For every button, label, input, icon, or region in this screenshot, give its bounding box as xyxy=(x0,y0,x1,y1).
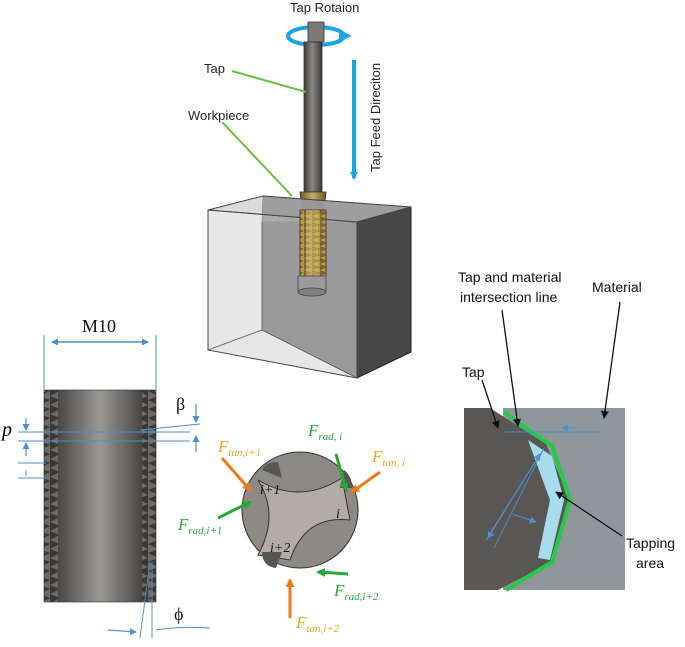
f-rad-i-arrow-icon xyxy=(334,453,349,492)
f-rad-i2-label: Frad,i+2 xyxy=(333,581,379,603)
m10-label: M10 xyxy=(82,316,116,336)
tap-cross-section: i i+1 i+2 Frad, i Ftan, i Ftan,i+1 Frad,… xyxy=(177,421,405,635)
tapping-area-label-1: Tapping xyxy=(626,535,675,551)
tooth-i-label: i xyxy=(336,507,340,522)
tap-label: Tap xyxy=(204,61,225,76)
tapping-area xyxy=(528,440,564,560)
tapping-area-label-2: area xyxy=(636,555,664,571)
tap-feed-direction-label: Tap Feed Direciton xyxy=(368,63,383,172)
f-tan-i1-arrow-icon xyxy=(220,457,252,492)
beta-label: β xyxy=(176,394,185,414)
tooth-i1-label: i+1 xyxy=(260,483,280,498)
tap-right-label: Tap xyxy=(462,364,485,380)
f-rad-i2-arrow-icon xyxy=(316,567,349,577)
workpiece-right-face xyxy=(356,206,412,379)
phi-label: ϕ xyxy=(174,604,183,624)
f-tan-i2-label: Ftan,i+2 xyxy=(295,613,340,635)
thread-left-teeth xyxy=(44,390,58,602)
tap-workpiece-assembly: Tap Rotaion Tap Workpiece Tap Feed Direc… xyxy=(188,0,412,379)
tooth-i2-label: i+2 xyxy=(270,541,290,556)
tap-square-drive xyxy=(307,21,325,43)
threaded-tap-view: M10 p β ϕ xyxy=(0,316,211,639)
f-tan-i-label: Ftan, i xyxy=(371,447,405,469)
cross-section-core xyxy=(257,477,351,561)
f-rad-i-label: Frad, i xyxy=(307,421,342,443)
material-label: Material xyxy=(592,279,642,295)
tap-shank xyxy=(303,41,323,193)
intersection-view: Tap and material intersection line Mater… xyxy=(458,269,675,592)
f-rad-i1-label: Frad,i+1 xyxy=(177,515,222,537)
intersection-line xyxy=(502,410,573,592)
pitch-label: p xyxy=(0,419,12,441)
tap-rotation-label: Tap Rotaion xyxy=(290,0,359,15)
intersection-line-label-2: intersection line xyxy=(460,289,557,305)
thread-right-teeth xyxy=(142,390,156,602)
f-tan-i1-label: Ftan,i+1 xyxy=(217,437,261,459)
intersection-line-label-1: Tap and material xyxy=(458,269,562,285)
f-rad-i1-arrow-icon xyxy=(217,500,252,520)
tap-core xyxy=(58,390,142,602)
workpiece-front-face xyxy=(207,209,358,379)
workpiece-label: Workpiece xyxy=(188,108,249,123)
f-tan-i-arrow-icon xyxy=(350,470,381,494)
rotation-arrowhead-icon xyxy=(338,30,352,42)
